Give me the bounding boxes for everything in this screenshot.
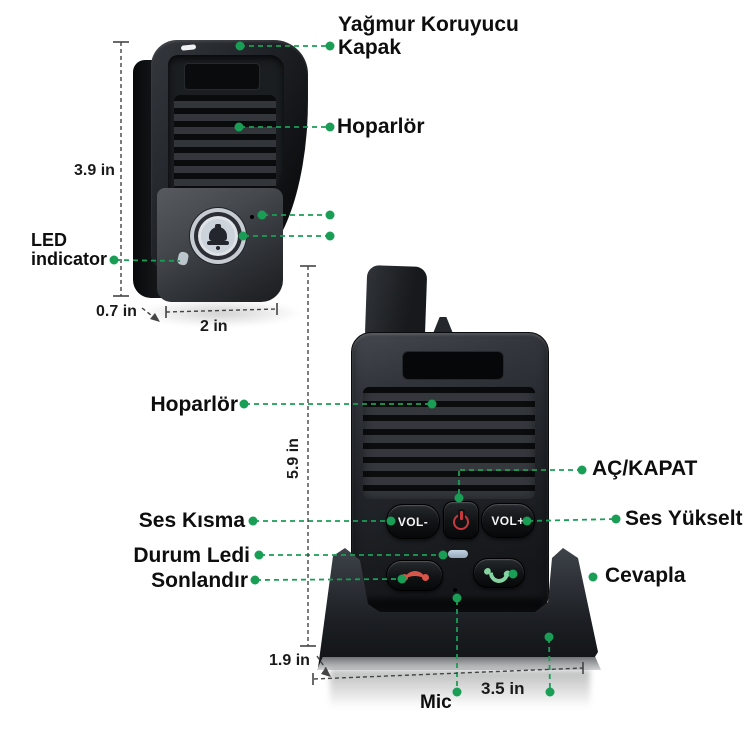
power-button [443,501,479,539]
callout-dot [325,210,335,220]
callout-dot [109,255,119,265]
label-dim-dock-height: 1.9 in [269,652,310,669]
label-rain-cover: Yağmur Koruyucu Kapak [338,13,519,59]
bell-icon [207,241,229,245]
label-status-led: Durum Ledi [133,544,250,567]
volume-down-button: VOL- [386,504,440,539]
answer-button [473,558,525,588]
dock-base-edge [317,657,601,670]
doorbell-nameplate-window [184,63,260,90]
doorbell-mic-hole [250,215,254,219]
callout-dot [588,572,598,582]
callout-dot [239,399,249,409]
callout-dot [325,41,335,51]
dock-rim-shadow [366,598,542,609]
label-power: AÇ/KAPAT [592,457,698,480]
status-led-light [448,550,468,558]
label-doorbell-speaker: Hoparlör [337,115,425,138]
label-dim-doorbell-depth: 0.7 in [96,303,137,320]
label-rain-cover-line2: Kapak [338,36,402,59]
callout-dot [325,122,335,132]
bell-icon [216,246,220,250]
answer-icon [482,558,514,588]
label-handset-speaker: Hoparlör [150,393,238,416]
callout-dot [611,514,621,524]
label-led-line1: LED [31,230,67,250]
label-answer: Cevapla [605,564,686,587]
dock-reflection [330,670,590,708]
callout-dot [254,550,264,560]
label-volume-up: Ses Yükselt [625,507,743,530]
label-dim-doorbell-width: 2 in [200,318,228,335]
callout-dot [250,575,260,585]
doorbell-speaker-grille [174,95,276,191]
bell-icon [209,227,227,241]
volume-up-button-label: VOL+ [491,513,525,528]
label-dim-doorbell-height: 3.9 in [74,162,115,179]
label-dim-handset-height: 5.9 in [284,438,302,479]
bell-icon [215,224,221,229]
label-led-line2: indicator [31,249,108,269]
end-call-button [386,560,443,591]
label-volume-down: Ses Kısma [138,509,245,532]
callout-dot [325,231,335,241]
callout-dot [248,516,258,526]
label-end-call: Sonlandır [151,569,248,592]
display-window [402,351,504,380]
handset-speaker-grille [363,387,535,499]
label-mic: Mic [420,692,452,713]
label-led-indicator: LED indicator [31,231,107,269]
label-dim-dock-width: 3.5 in [481,679,525,698]
mic-hole [453,588,457,592]
end-call-icon [400,569,429,582]
volume-down-button-label: VOL- [397,514,429,529]
power-icon [452,511,470,530]
label-rain-cover-line1: Yağmur Koruyucu [338,13,519,36]
callout-dot [577,465,587,475]
volume-up-button: VOL+ [481,503,535,538]
